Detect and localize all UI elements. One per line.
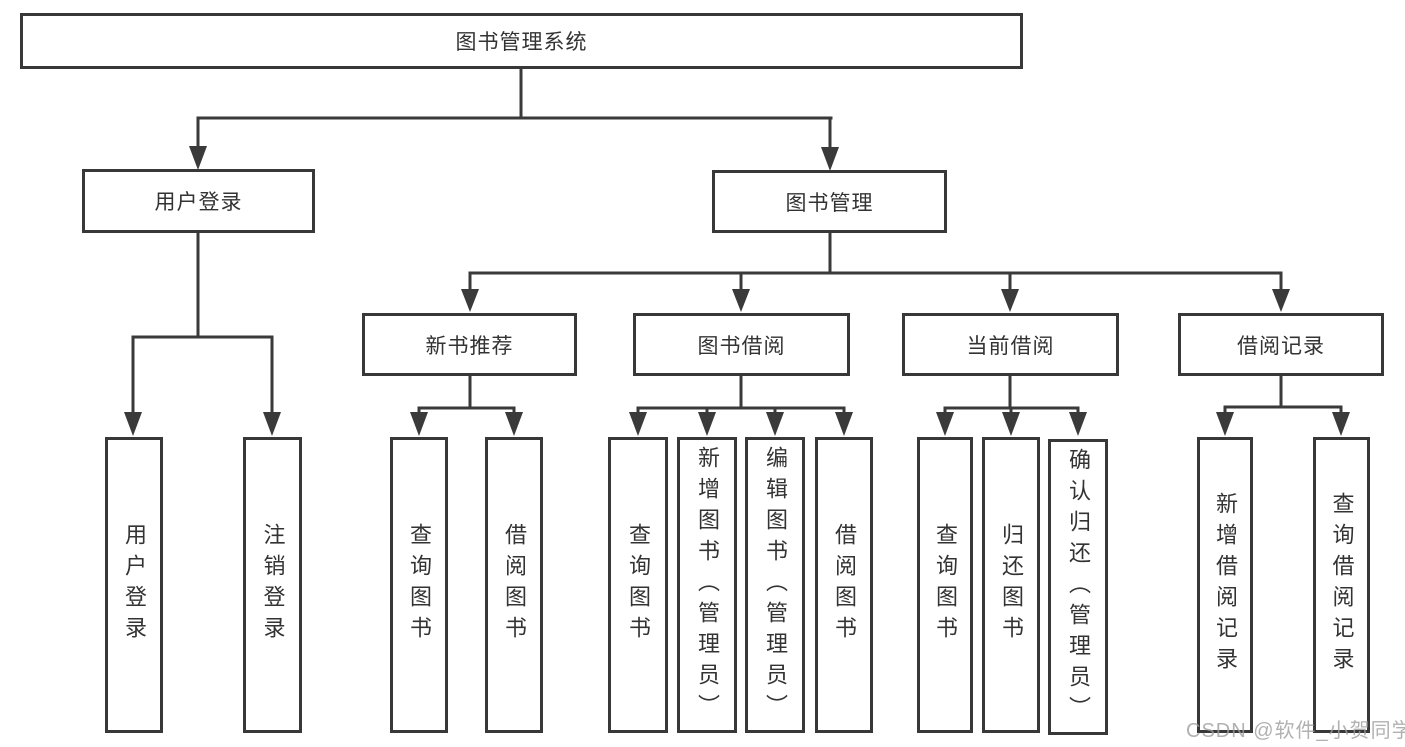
- leaf-bb-borrow-books: 借阅图书: [815, 437, 873, 733]
- node-book-management-label: 图书管理: [785, 191, 874, 215]
- leaf-user-login-label: 用户登录: [122, 523, 147, 647]
- arrow-down-icon: [835, 412, 853, 436]
- leaf-cb-query-books-label: 查询图书: [933, 523, 958, 647]
- leaf-cb-return-books-label: 归还图书: [999, 523, 1024, 647]
- leaf-br-query-record: 查询借阅记录: [1313, 437, 1370, 733]
- leaf-cb-confirm-return-admin: 确认归还（管理员）: [1048, 439, 1108, 735]
- leaf-cb-confirm-return-admin-label: 确认归还（管理员）: [1066, 447, 1091, 727]
- node-root-label: 图书管理系统: [455, 31, 588, 54]
- arrow-down-icon: [461, 289, 479, 312]
- node-current-borrow-label: 当前借阅: [966, 334, 1055, 358]
- leaf-bb-edit-books-admin-label: 编辑图书（管理员）: [763, 445, 788, 725]
- leaf-nbr-borrow-books: 借阅图书: [485, 437, 543, 733]
- node-current-borrow: 当前借阅: [902, 313, 1119, 376]
- arrow-down-icon: [1216, 412, 1234, 436]
- arrow-down-icon: [410, 412, 428, 436]
- arrow-down-icon: [124, 412, 142, 436]
- leaf-br-query-record-label: 查询借阅记录: [1329, 492, 1355, 678]
- leaf-nbr-query-books-label: 查询图书: [407, 523, 432, 647]
- leaf-bb-add-books-admin: 新增图书（管理员）: [677, 437, 737, 733]
- leaf-logout-label: 注销登录: [260, 523, 286, 647]
- node-book-borrow-label: 图书借阅: [697, 334, 786, 358]
- arrow-down-icon: [732, 289, 750, 312]
- leaf-br-add-record-label: 新增借阅记录: [1213, 492, 1238, 678]
- arrow-down-icon: [766, 412, 784, 436]
- edges-user-login-children: [124, 233, 281, 436]
- node-root: 图书管理系统: [20, 13, 1023, 69]
- node-new-book-recommend-label: 新书推荐: [425, 334, 514, 358]
- node-book-management: 图书管理: [712, 170, 947, 233]
- edges-book-mgmt-to-level3: [461, 233, 1290, 312]
- arrow-down-icon: [821, 147, 839, 171]
- leaf-nbr-query-books: 查询图书: [390, 437, 448, 733]
- leaf-nbr-borrow-books-label: 借阅图书: [502, 523, 527, 647]
- edges-current-borrow-children: [936, 376, 1087, 436]
- leaf-logout: 注销登录: [243, 437, 302, 733]
- arrow-down-icon: [1272, 289, 1290, 312]
- leaf-bb-edit-books-admin: 编辑图书（管理员）: [745, 437, 805, 733]
- leaf-bb-query-books: 查询图书: [608, 437, 668, 733]
- leaf-bb-query-books-label: 查询图书: [626, 523, 651, 647]
- leaf-bb-borrow-books-label: 借阅图书: [832, 523, 857, 647]
- edges-root-to-level2: [189, 69, 839, 171]
- node-new-book-recommend: 新书推荐: [362, 313, 577, 376]
- leaf-user-login: 用户登录: [105, 437, 163, 733]
- node-book-borrow: 图书借阅: [633, 313, 850, 376]
- arrow-down-icon: [936, 412, 954, 436]
- arrow-down-icon: [1069, 412, 1087, 436]
- node-user-login-label: 用户登录: [154, 191, 243, 214]
- leaf-br-add-record: 新增借阅记录: [1197, 437, 1253, 733]
- arrow-down-icon: [263, 412, 281, 436]
- node-user-login: 用户登录: [82, 169, 315, 233]
- arrow-down-icon: [189, 146, 207, 170]
- arrow-down-icon: [1002, 412, 1020, 436]
- node-borrow-records: 借阅记录: [1178, 313, 1384, 376]
- arrow-down-icon: [505, 412, 523, 436]
- node-borrow-records-label: 借阅记录: [1237, 334, 1325, 358]
- edges-book-borrow-children: [629, 376, 853, 436]
- watermark: CSDN @软件_小贺同学: [1186, 720, 1405, 742]
- leaf-bb-add-books-admin-label: 新增图书（管理员）: [695, 445, 720, 725]
- edges-borrow-records-children: [1216, 376, 1350, 436]
- leaf-cb-query-books: 查询图书: [917, 437, 973, 733]
- leaf-cb-return-books: 归还图书: [982, 437, 1040, 733]
- arrow-down-icon: [698, 412, 716, 436]
- arrow-down-icon: [1332, 412, 1350, 436]
- arrow-down-icon: [629, 412, 647, 436]
- edges-new-book-rec-children: [410, 376, 523, 436]
- arrow-down-icon: [1001, 289, 1019, 312]
